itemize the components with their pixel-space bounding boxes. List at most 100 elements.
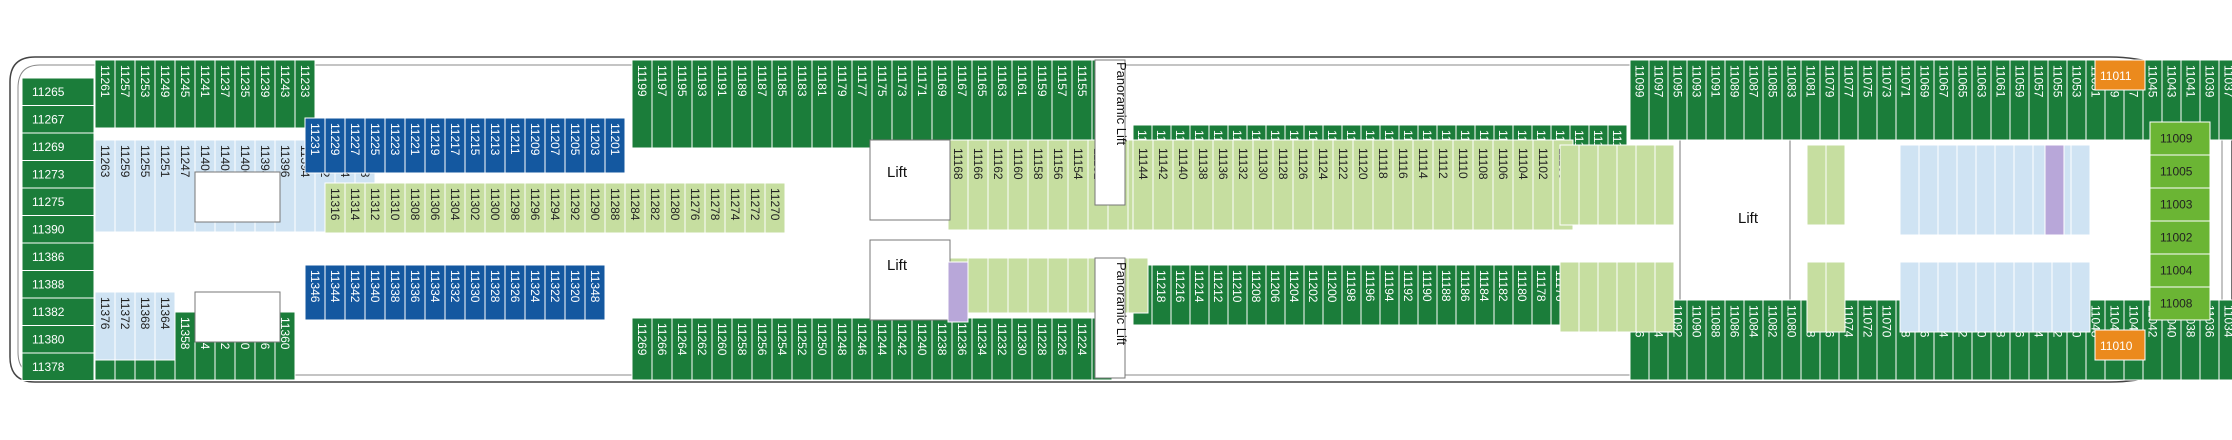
cabin-label-11188[interactable]: 11188: [1439, 270, 1453, 302]
cabin-label-11099[interactable]: 11099: [1633, 65, 1647, 98]
cabin-label-11095[interactable]: 11095: [1671, 65, 1685, 98]
cabin-label-11334[interactable]: 11334: [428, 270, 442, 303]
cabin-label-11159[interactable]: 11159: [1035, 65, 1049, 97]
cabin-label-11169[interactable]: 11169: [935, 65, 949, 97]
cabin-label-11267[interactable]: 11267: [32, 112, 65, 126]
cabin-label-11128[interactable]: 11128: [1276, 148, 1290, 180]
cabin-label-11008[interactable]: 11008: [2160, 297, 2193, 311]
cabin-label-11219[interactable]: 11219: [428, 123, 442, 156]
cabin-label-11336[interactable]: 11336: [408, 270, 422, 303]
cabin-label-11075[interactable]: 11075: [1861, 65, 1875, 98]
cabin-label-11183[interactable]: 11183: [795, 65, 809, 97]
cabin-label-11193[interactable]: 11193: [695, 65, 709, 97]
cabin-label-11065[interactable]: 11065: [1956, 65, 1970, 98]
cabin-label-11217[interactable]: 11217: [448, 123, 462, 156]
cabin-label-11340[interactable]: 11340: [368, 270, 382, 303]
cabin-label-11280[interactable]: 11280: [668, 188, 682, 221]
cabin-label-11003[interactable]: 11003: [2160, 198, 2193, 212]
cabin-label-11201[interactable]: 11201: [608, 123, 622, 156]
cabin-label-11045[interactable]: 11045: [2146, 65, 2160, 98]
cabin-label-11106[interactable]: 11106: [1496, 148, 1510, 180]
cabin-label-11316[interactable]: 11316: [328, 188, 342, 221]
cabin-label-11244[interactable]: 11244: [875, 323, 889, 356]
cabin-label-11086[interactable]: 11086: [1728, 305, 1742, 338]
cabin-label-11142[interactable]: 11142: [1156, 148, 1170, 180]
cabin-label-11182[interactable]: 11182: [1496, 270, 1510, 302]
cabin-label-11204[interactable]: 11204: [1287, 270, 1301, 303]
cabin-label-11195[interactable]: 11195: [675, 65, 689, 97]
cabin-label-11240[interactable]: 11240: [915, 323, 929, 356]
cabin-label-11320[interactable]: 11320: [568, 270, 582, 303]
cabin-label-11260[interactable]: 11260: [715, 323, 729, 356]
cabin-label-11269[interactable]: 11269: [635, 323, 649, 356]
cabin-label-11238[interactable]: 11238: [935, 323, 949, 356]
cabin-label-11161[interactable]: 11161: [1015, 65, 1029, 97]
cabin-label-11063[interactable]: 11063: [1975, 65, 1989, 98]
cabin-label-11273[interactable]: 11273: [32, 167, 65, 181]
cabin-label-11130[interactable]: 11130: [1256, 148, 1270, 180]
cabin-label-11213[interactable]: 11213: [488, 123, 502, 156]
cabin-label-11203[interactable]: 11203: [588, 123, 602, 156]
cabin-label-11090[interactable]: 11090: [1690, 305, 1704, 338]
cabin-label-11082[interactable]: 11082: [1766, 305, 1780, 338]
cabin-label-11248[interactable]: 11248: [835, 323, 849, 356]
cabin-label-11242[interactable]: 11242: [895, 323, 909, 356]
cabin-label-11236[interactable]: 11236: [955, 323, 969, 356]
cabin-label-11264[interactable]: 11264: [675, 323, 689, 356]
cabin-label-11348[interactable]: 11348: [588, 270, 602, 303]
cabin-label-11326[interactable]: 11326: [508, 270, 522, 303]
cabin-label-11009[interactable]: 11009: [2160, 132, 2193, 146]
cabin-label-11360[interactable]: 11360: [278, 317, 292, 350]
cabin-label-11400[interactable]: 11400: [238, 145, 252, 178]
cabin-label-11104[interactable]: 11104: [1516, 148, 1530, 180]
cabin-label-11116[interactable]: 11116: [1396, 148, 1410, 179]
cabin-label-11332[interactable]: 11332: [448, 270, 462, 303]
cabin-label-11304[interactable]: 11304: [448, 188, 462, 221]
cabin-label-11344[interactable]: 11344: [328, 270, 342, 303]
cabin-label-11221[interactable]: 11221: [408, 123, 422, 156]
cabin-label-11005[interactable]: 11005: [2160, 165, 2193, 179]
cabin-label-11190[interactable]: 11190: [1420, 270, 1434, 302]
cabin-label-11210[interactable]: 11210: [1230, 270, 1244, 303]
cabin-label-11215[interactable]: 11215: [468, 123, 482, 156]
cabin-label-11069[interactable]: 11069: [1918, 65, 1932, 98]
cabin-label-11235[interactable]: 11235: [238, 65, 252, 98]
cabin-label-11059[interactable]: 11059: [2013, 65, 2027, 98]
cabin-label-11229[interactable]: 11229: [328, 123, 342, 156]
cabin-label-11227[interactable]: 11227: [348, 123, 362, 156]
cabin-label-11231[interactable]: 11231: [308, 123, 322, 156]
cabin-label-11004[interactable]: 11004: [2160, 264, 2193, 278]
cabin-label-11039[interactable]: 11039: [2203, 65, 2217, 98]
cabin-label-11179[interactable]: 11179: [835, 65, 849, 97]
cabin-label-11274[interactable]: 11274: [728, 188, 742, 221]
cabin-label-11364[interactable]: 11364: [158, 297, 172, 330]
cabin-label-11249[interactable]: 11249: [158, 65, 172, 98]
cabin-label-11402[interactable]: 11402: [218, 145, 232, 178]
cabin-label-11245[interactable]: 11245: [178, 65, 192, 98]
cabin-label-11300[interactable]: 11300: [488, 188, 502, 221]
cabin-label-11057[interactable]: 11057: [2032, 65, 2046, 98]
cabin-label-11263[interactable]: 11263: [98, 145, 112, 178]
cabin-label-11230[interactable]: 11230: [1015, 323, 1029, 356]
cabin-label-11126[interactable]: 11126: [1296, 148, 1310, 180]
cabin-label-11198[interactable]: 11198: [1344, 270, 1358, 302]
cabin-label-11322[interactable]: 11322: [548, 270, 562, 303]
cabin-label-11330[interactable]: 11330: [468, 270, 482, 303]
cabin-label-11163[interactable]: 11163: [995, 65, 1009, 97]
cabin-label-11270[interactable]: 11270: [768, 188, 782, 221]
cabin-label-11226[interactable]: 11226: [1055, 323, 1069, 356]
cabin-label-11171[interactable]: 11171: [915, 65, 929, 97]
cabin-label-11214[interactable]: 11214: [1192, 270, 1206, 303]
cabin-label-11180[interactable]: 11180: [1515, 270, 1529, 302]
cabin-label-11241[interactable]: 11241: [198, 65, 212, 98]
cabin-label-11218[interactable]: 11218: [1154, 270, 1168, 303]
cabin-label-11275[interactable]: 11275: [32, 195, 65, 209]
cabin-label-11140[interactable]: 11140: [1176, 148, 1190, 180]
cabin-label-11223[interactable]: 11223: [388, 123, 402, 156]
cabin-label-11144[interactable]: 11144: [1136, 148, 1150, 180]
cabin-label-11175[interactable]: 11175: [875, 65, 889, 97]
cabin-label-11225[interactable]: 11225: [368, 123, 382, 156]
cabin-label-11196[interactable]: 11196: [1363, 270, 1377, 302]
cabin-label-11253[interactable]: 11253: [138, 65, 152, 98]
cabin-label-11160[interactable]: 11160: [1011, 148, 1025, 180]
